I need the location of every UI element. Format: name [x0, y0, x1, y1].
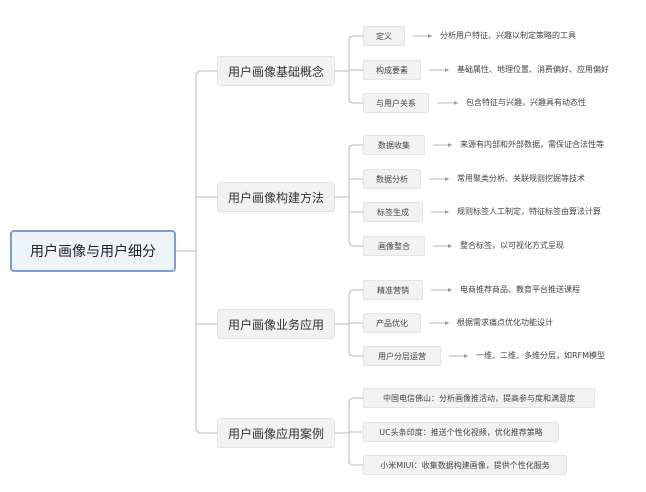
note-precision-marketing: 电商推荐商品、教育平台推送课程 [460, 285, 580, 294]
leaf-connector-0-2 [348, 97, 363, 104]
branch-connector-0 [195, 70, 217, 78]
leaf-product-optimization[interactable]: 产品优化 [363, 313, 421, 333]
leaf-connector-1-3 [348, 240, 363, 247]
leaf-profile-integration[interactable]: 画像整合 [363, 236, 425, 256]
note-arrow-0-2-head [454, 101, 458, 105]
leaf-relation[interactable]: 与用户关系 [363, 93, 429, 113]
note-components: 基础属性、地理位置、消费偏好、应用偏好 [457, 65, 609, 74]
leaf-connector-0-0 [348, 35, 363, 42]
note-relation: 包含特征与兴趣，兴趣具有动态性 [466, 98, 586, 107]
leaf-connector-3-2 [348, 459, 363, 466]
note-arrow-0-0-head [428, 34, 432, 38]
root-topic[interactable]: 用户画像与用户细分 [10, 230, 176, 272]
leaf-connector-2-2 [348, 350, 363, 357]
note-data-analysis: 常用聚类分析、关联规则挖掘等技术 [457, 174, 585, 183]
note-arrow-1-3-head [448, 244, 452, 248]
note-arrow-1-2-head [445, 210, 449, 214]
note-arrow-2-0-head [448, 288, 452, 292]
leaf-precision-marketing[interactable]: 精准营销 [363, 280, 423, 300]
leaf-case-uc-headlines[interactable]: UC头条印度：推送个性化视频，优化推荐策略 [363, 422, 559, 442]
leaf-data-analysis[interactable]: 数据分析 [363, 169, 421, 189]
leaf-case-xiaomi-miui[interactable]: 小米MIUI：收集数据构建画像，提供个性化服务 [363, 455, 567, 475]
leaf-data-collection[interactable]: 数据收集 [363, 135, 425, 155]
leaf-case-china-telecom[interactable]: 中国电信佛山：分析画像推活动，提高参与度和满意度 [363, 388, 595, 408]
leaf-connector-1-0 [348, 144, 363, 151]
note-arrow-2-2-head [464, 354, 468, 358]
branch-cases[interactable]: 用户画像应用案例 [217, 418, 335, 448]
branch-business-application[interactable]: 用户画像业务应用 [217, 309, 335, 339]
note-profile-integration: 整合标签，以可视化方式呈现 [460, 241, 564, 250]
branch-basic-concepts[interactable]: 用户画像基础概念 [217, 56, 335, 86]
note-tag-generation: 规则标签人工制定，特征标签由算法计算 [457, 207, 601, 216]
note-arrow-1-0-head [448, 143, 452, 147]
note-data-collection: 来源有内部和外部数据，需保证合法性等 [460, 140, 604, 149]
leaf-user-tiering[interactable]: 用户分层运营 [363, 346, 441, 366]
branch-build-methods[interactable]: 用户画像构建方法 [217, 182, 335, 212]
leaf-tag-generation[interactable]: 标签生成 [363, 202, 423, 222]
leaf-connector-2-0 [348, 289, 363, 296]
leaf-connector-3-0 [348, 397, 363, 404]
note-product-optimization: 根据需求痛点优化功能设计 [457, 318, 553, 327]
note-definition: 分析用户特征、兴趣以制定策略的工具 [440, 31, 576, 40]
note-user-tiering: 一维、二维、多维分层，如RFM模型 [476, 351, 606, 360]
leaf-definition[interactable]: 定义 [363, 26, 405, 46]
branch-connector-3 [195, 426, 217, 434]
note-arrow-2-1-head [445, 321, 449, 325]
leaf-components[interactable]: 构成要素 [363, 60, 421, 80]
note-arrow-0-1-head [445, 68, 449, 72]
note-arrow-1-1-head [445, 177, 449, 181]
